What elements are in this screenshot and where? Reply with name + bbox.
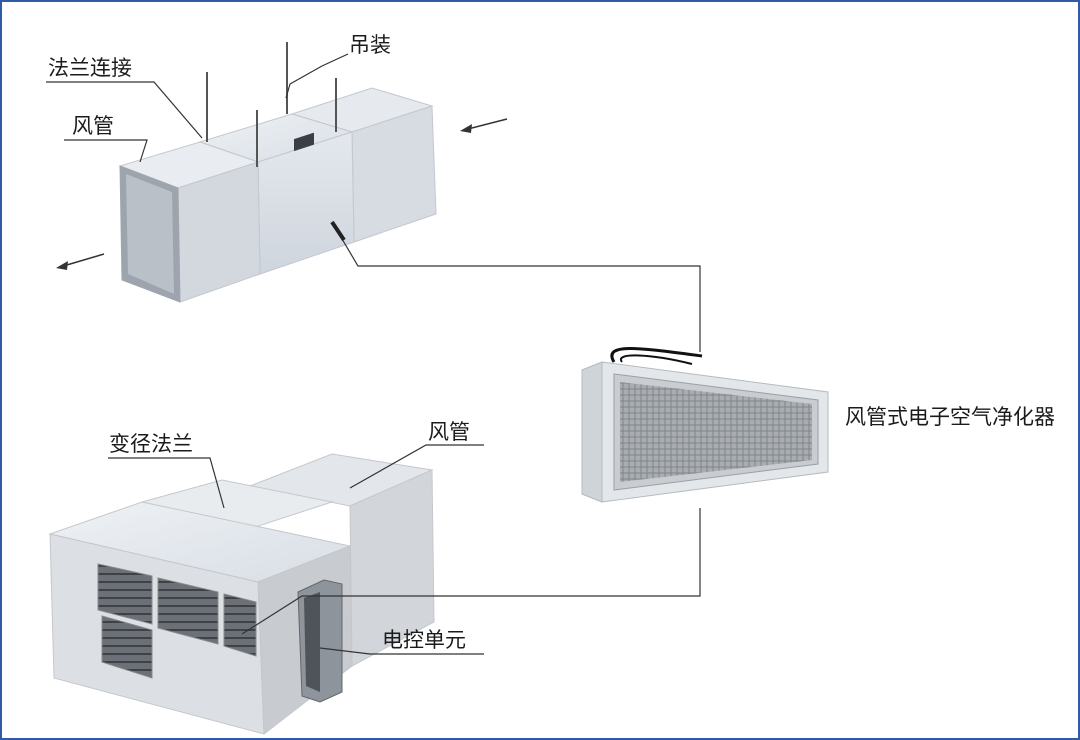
airflow-in-arrow (460, 118, 508, 133)
connector-lines (241, 220, 701, 635)
label-purifier: 风管式电子空气净化器 (845, 405, 1055, 429)
floor-duct-assembly (48, 453, 435, 735)
airflow-out-arrow (56, 253, 105, 270)
label-duct-bottom: 风管 (428, 420, 470, 444)
leader-lines (46, 53, 484, 655)
label-flange-connection: 法兰连接 (48, 56, 132, 80)
label-reducer-flange: 变径法兰 (109, 432, 193, 456)
label-duct-top: 风管 (72, 114, 114, 138)
label-hoisting: 吊装 (349, 33, 391, 57)
ceiling-duct-assembly (56, 42, 508, 303)
label-control-unit: 电控单元 (382, 628, 466, 652)
purifier-module (581, 347, 829, 503)
